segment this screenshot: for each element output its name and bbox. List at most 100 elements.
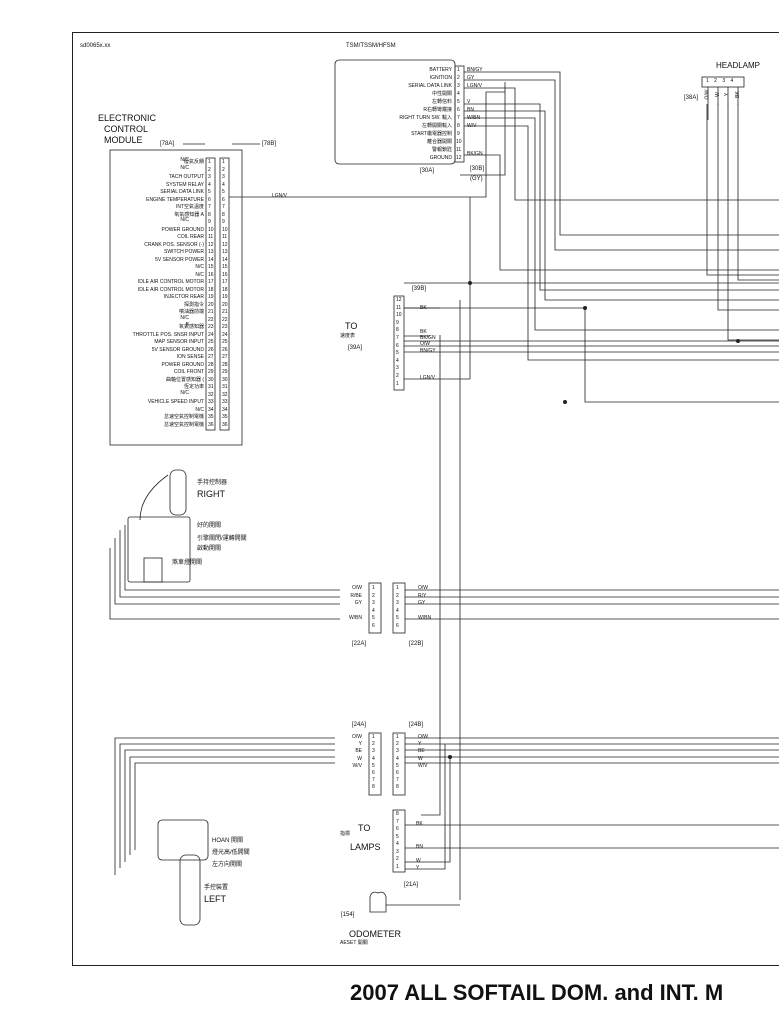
ecm-pin-number: 6 xyxy=(208,196,211,203)
conn24-left-wire: Y xyxy=(358,741,362,748)
tsm-pin-label: R右轉彎鐵接 xyxy=(423,107,452,113)
ecm-pin-label: 曲軸位置感知器 ( xyxy=(165,376,204,383)
ecm-pin-number: 11 xyxy=(208,234,214,240)
tsm-wire-label: W/V xyxy=(467,123,477,129)
conn24-left-wire: BE xyxy=(355,748,362,755)
ecm-pin-label: N/C xyxy=(195,406,204,413)
ecm-pin-label: 廢氣反饋 xyxy=(183,159,204,165)
lamps-pin-number: 6 xyxy=(396,826,399,832)
ecm-pin-label: INJECTOR REAR xyxy=(163,294,204,300)
tsm-pin-label: SERIAL DATA LINK xyxy=(408,83,452,89)
ecm-pin-number: 24 xyxy=(222,331,228,338)
speedo-ref-a: [39A] xyxy=(348,345,363,351)
ecm-pin-number: 4 xyxy=(208,181,211,188)
tsm-wire-label: BN xyxy=(467,107,474,113)
odometer-button xyxy=(369,891,387,913)
conn24-pin-number: 7 xyxy=(396,777,399,784)
lamps-pin-number: 7 xyxy=(396,818,399,825)
speedo-pin-number: 6 xyxy=(396,342,399,349)
tsm-pin-number: 7 xyxy=(457,115,460,121)
tsm-pin-label: BATTERY xyxy=(429,67,452,73)
ecm-pin-number: 8 xyxy=(222,211,225,218)
ecm-pin-number: 15 xyxy=(208,264,214,270)
conn22-pin-number: 5 xyxy=(372,615,375,621)
lamps-wire-label: Y xyxy=(416,865,420,871)
ecm-pin-number: 5 xyxy=(222,189,225,195)
tsm-pin-number: 9 xyxy=(457,131,460,137)
ecm-pin-number: 10 xyxy=(222,226,228,233)
ecm-pin-number: 18 xyxy=(208,286,214,293)
ecm-pin-label: POWER GROUND xyxy=(161,226,205,233)
ecm-pin-number: 25 xyxy=(208,339,214,345)
tsm-ref-b-sub: (GY) xyxy=(470,176,483,182)
tsm-pin-number: 3 xyxy=(457,83,460,89)
tsm-pin-number: 2 xyxy=(457,75,460,81)
ecm-pin-label: MAP SENSOR INPUT xyxy=(154,339,204,345)
lamps-pin-number: 5 xyxy=(396,833,399,840)
ecm-pin-label: 恆定功率 xyxy=(183,384,204,390)
ecm-pin-label: SERIAL DATA LINK xyxy=(160,189,204,195)
speedo-wire-label: BK xyxy=(420,305,427,311)
ecm-pin-number: 1 xyxy=(222,159,225,165)
conn24-pin-number: 7 xyxy=(372,777,375,784)
ecm-pin-number: 35 xyxy=(208,414,214,420)
conn24-pin-number: 6 xyxy=(372,770,375,776)
ecm-pin-number: 6 xyxy=(222,196,225,203)
ecm-pin-number: 33 xyxy=(208,399,214,405)
tsm-pin-number: 6 xyxy=(457,107,460,113)
tsm-ref-a: [30A] xyxy=(420,168,435,174)
ecm-pin-label: IDLE AIR CONTROL MOTOR xyxy=(137,286,204,293)
conn22-pin-number: 2 xyxy=(372,592,375,599)
ecm-pin-sub: N/C xyxy=(180,314,189,321)
ecm-pin-number: 17 xyxy=(208,279,214,285)
left-control-side: LEFT xyxy=(204,894,227,904)
ecm-pin-number: 25 xyxy=(222,339,228,345)
conn22-right-wire: O/W xyxy=(418,585,428,591)
ecm-pin-number: 8 xyxy=(208,211,211,218)
lamps-pin-number: 4 xyxy=(396,841,399,847)
ecm-pin-sub: B xyxy=(185,322,189,328)
speedometer-connector xyxy=(393,295,405,391)
ecm-pin-number: 31 xyxy=(222,384,228,390)
conn24-pin-number: 4 xyxy=(372,755,375,762)
doc-id: sd0065x.xx xyxy=(80,43,111,49)
conn24-pin-number: 1 xyxy=(396,734,399,740)
conn22-pin-number: 3 xyxy=(372,600,375,606)
ecm-pin-number: 14 xyxy=(208,256,214,263)
ecm-pin-label: THROTTLE POS. SNSR INPUT xyxy=(132,331,204,338)
ecm-pin-number: 23 xyxy=(222,324,228,330)
ecm-pin-label: POWER GROUND xyxy=(161,361,205,368)
ecm-title: ELECTRONIC xyxy=(98,113,157,123)
tsm-pin-label: IGNITION xyxy=(429,75,452,81)
ecm-pin-number: 28 xyxy=(222,361,228,368)
ecm-pin-number: 9 xyxy=(222,219,225,225)
conn24-right-wire: Y xyxy=(418,741,422,748)
tsm-wire-label: LGN/V xyxy=(467,83,483,89)
headlamp-ref: [38A] xyxy=(684,95,699,101)
ecm-pin-number: 7 xyxy=(208,204,211,210)
tsm-ref-b: [30B] xyxy=(470,166,485,172)
headlamp-title: HEADLAMP xyxy=(716,61,761,70)
ecm-pin-number: 19 xyxy=(222,294,228,300)
left-control-switch-label: 左方向開關 xyxy=(212,862,243,868)
lamps-pin-number: 1 xyxy=(396,863,399,870)
ecm-pin-number: 2 xyxy=(208,166,211,173)
ecm-pin-sub: N/C xyxy=(180,164,189,171)
ecm-pin-number: 28 xyxy=(208,361,214,368)
tsm-wire-label: V xyxy=(467,99,471,105)
speedo-pin-number: 1 xyxy=(396,380,399,387)
ecm-ref-b: [78B] xyxy=(262,141,277,147)
speedo-wire-label: BK xyxy=(420,329,427,335)
ecm-pin-number: 20 xyxy=(208,301,214,308)
speedo-wire-label: BN/GY xyxy=(420,348,436,354)
speedo-wire-label: BK/GN xyxy=(420,335,436,341)
speedo-wire-label: LGN/V xyxy=(420,375,436,381)
ecm-pin-number: 3 xyxy=(208,174,211,180)
conn24-ref-a: [24A] xyxy=(352,722,367,728)
ecm-ref-a: [78A] xyxy=(160,141,175,147)
ecm-pin-number: 12 xyxy=(208,241,214,248)
right-control-side: RIGHT xyxy=(197,489,225,499)
ecm-pin-number: 15 xyxy=(222,264,228,270)
conn22-pin-number: 5 xyxy=(396,615,399,621)
